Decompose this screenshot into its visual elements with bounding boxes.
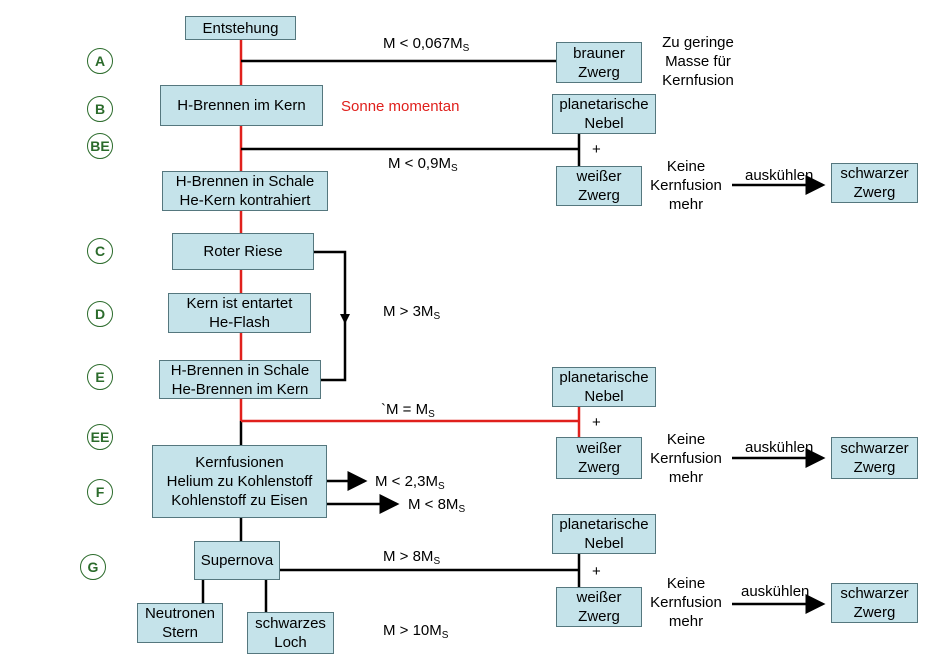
mass-label-3: M > 3MS [383, 303, 441, 322]
stage-c-circle: C [87, 238, 113, 264]
schwarzer-zwerg-box-2: schwarzer Zwerg [831, 437, 918, 479]
weisser-zwerg-box-3: weißer Zwerg [556, 587, 642, 627]
brauner-zwerg-box: brauner Zwerg [556, 42, 642, 83]
brauner-zwerg-line2: Zwerg [578, 63, 620, 81]
h-brennen-schale-box-1: H-Brennen in Schale He-Kern kontrahiert [162, 171, 328, 211]
h-schale2-line1: H-Brennen in Schale [170, 361, 310, 379]
mass-label-8-gt: M > 8MS [383, 548, 441, 567]
mass-label-0-9: M < 0,9MS [388, 155, 458, 174]
plus-sign-3: + [592, 563, 601, 580]
neutronen-line2: Stern [162, 624, 198, 641]
planetarische-nebel-box-2: planetarische Nebel [552, 367, 656, 407]
stage-a-circle: A [87, 48, 113, 74]
h-schale2-line2: He-Brennen im Kern [171, 380, 309, 398]
pn3-line1: planetarische [559, 516, 649, 533]
h-schale1-line1: H-Brennen in Schale [175, 173, 315, 190]
mass-label-8-lt: M < 8MS [408, 496, 466, 515]
wz1-line2: Zwerg [578, 187, 620, 204]
neutronen-line1: Neutronen [144, 605, 216, 622]
schwarzes-loch-box: schwarzes Loch [247, 612, 334, 654]
weisser-zwerg-box-2: weißer Zwerg [556, 437, 642, 479]
schwarzes-loch-line1: schwarzes [255, 615, 326, 632]
plus-sign-2: + [592, 414, 601, 431]
wz1-line1: weißer [576, 168, 622, 185]
auskuehlen-label-3: auskühlen [741, 583, 810, 600]
pn2-line2: Nebel [584, 388, 624, 405]
auskuehlen-label-2: auskühlen [745, 439, 814, 456]
schwarzes-loch-line2: Loch [274, 634, 307, 651]
roter-riese-box: Roter Riese [172, 233, 314, 270]
mass-label-10: M > 10MS [383, 622, 449, 641]
kern-entartet-box: Kern ist entartet He-Flash [168, 293, 311, 333]
sz3-line2: Zwerg [853, 604, 896, 621]
sz3-line1: schwarzer [840, 585, 909, 602]
h-schale1-line2: He-Kern kontrahiert [179, 192, 311, 209]
supernova-box: Supernova [194, 541, 280, 580]
planetarische-nebel-box-1: planetarische Nebel [552, 94, 656, 134]
pn1-line2: Nebel [584, 115, 624, 132]
mass-label-brown-dwarf: M < 0,067MS [383, 35, 470, 54]
sz1-line2: Zwerg [853, 184, 896, 201]
wz3-line2: Zwerg [578, 608, 620, 625]
kern-entartet-line1: Kern ist entartet [186, 295, 293, 312]
keine-kernfusion-note-3: Keine Kernfusion mehr [650, 575, 722, 630]
h-brennen-kern-label: H-Brennen im Kern [177, 97, 306, 114]
schwarzer-zwerg-box-3: schwarzer Zwerg [831, 583, 918, 623]
keine-kernfusion-note-2: Keine Kernfusion mehr [650, 431, 722, 486]
kernfusionen-box: Kernfusionen Helium zu Kohlenstoff Kohle… [152, 445, 327, 518]
weisser-zwerg-box-1: weißer Zwerg [556, 166, 642, 206]
keine-kernfusion-note-1: Keine Kernfusion mehr [650, 158, 722, 213]
sz1-line1: schwarzer [840, 165, 909, 182]
planetarische-nebel-box-3: planetarische Nebel [552, 514, 656, 554]
wz2-line1: weißer [576, 440, 622, 457]
mass-label-equal: `M = MS [381, 401, 435, 420]
kern-entartet-line2: He-Flash [209, 314, 270, 331]
sz2-line2: Zwerg [853, 459, 896, 476]
pn2-line1: planetarische [559, 369, 649, 386]
sonne-momentan-label: Sonne momentan [341, 98, 460, 115]
supernova-label: Supernova [200, 552, 274, 569]
kernfusionen-line3: Kohlenstoff zu Eisen [171, 492, 308, 509]
pn1-line1: planetarische [559, 96, 649, 113]
entstehung-box: Entstehung [185, 16, 296, 40]
plus-sign-1: + [592, 141, 601, 158]
zu-geringe-masse-note: Zu geringe Masse für Kernfusion [662, 34, 734, 89]
stage-d-circle: D [87, 301, 113, 327]
auskuehlen-label-1: auskühlen [745, 167, 814, 184]
schwarzer-zwerg-box-1: schwarzer Zwerg [831, 163, 918, 203]
roter-riese-label: Roter Riese [203, 243, 283, 260]
stage-ee-circle: EE [87, 424, 113, 450]
wz3-line1: weißer [576, 589, 622, 606]
neutronenstern-box: Neutronen Stern [137, 603, 223, 643]
mass-label-2-3: M < 2,3MS [375, 473, 445, 492]
stage-f-circle: F [87, 479, 113, 505]
kernfusionen-line2: Helium zu Kohlenstoff [166, 473, 313, 490]
wz2-line2: Zwerg [578, 459, 620, 476]
kernfusionen-line1: Kernfusionen [195, 454, 284, 471]
stage-b-circle: B [87, 96, 113, 122]
h-brennen-schale-box-2: H-Brennen in Schale He-Brennen im Kern [159, 360, 321, 399]
brauner-zwerg-line1: brauner [573, 44, 625, 62]
stage-e-circle: E [87, 364, 113, 390]
h-brennen-kern-box: H-Brennen im Kern [160, 85, 323, 126]
sz2-line1: schwarzer [840, 440, 909, 457]
stage-g-circle: G [80, 554, 106, 580]
entstehung-label: Entstehung [202, 19, 279, 37]
pn3-line2: Nebel [584, 535, 624, 552]
stage-be-circle: BE [87, 133, 113, 159]
